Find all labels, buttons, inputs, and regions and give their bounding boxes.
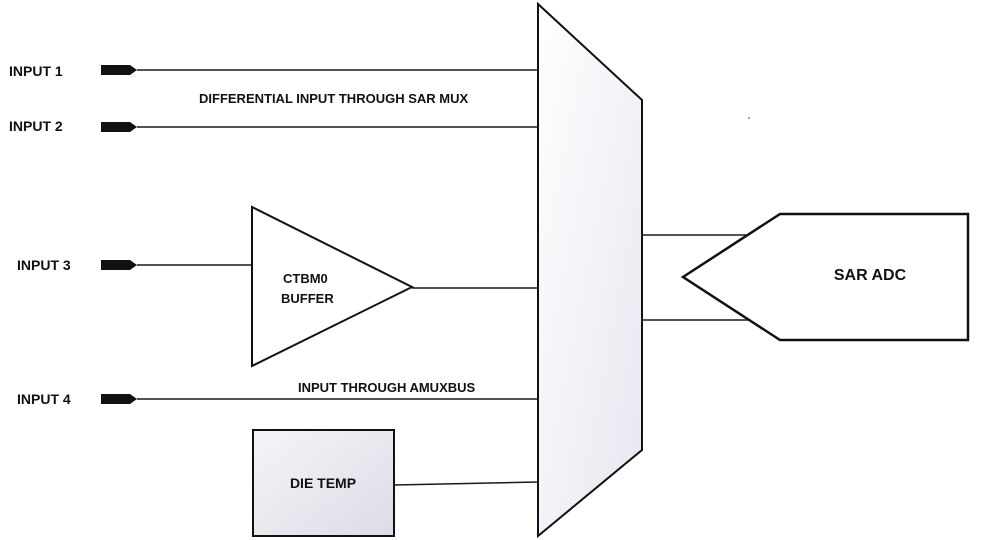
input-3-pin: [101, 260, 137, 270]
ctbm0-buffer: CTBM0 BUFFER: [251, 205, 538, 368]
input-1-pin: [101, 65, 137, 75]
input-1: INPUT 1: [9, 63, 538, 79]
input-3: INPUT 3: [17, 257, 252, 273]
input-4-pin: [101, 394, 137, 404]
sar-mux: [537, 1, 643, 539]
input-3-label: INPUT 3: [17, 257, 71, 273]
input-2-pin: [101, 122, 137, 132]
input-2-label: INPUT 2: [9, 118, 63, 134]
die-temp: DIE TEMP: [252, 429, 539, 537]
differential-input-annotation: DIFFERENTIAL INPUT THROUGH SAR MUX: [199, 91, 468, 106]
sar-adc-block: [680, 212, 970, 342]
buffer-label-line1: CTBM0: [283, 271, 328, 286]
input-4: INPUT 4: [17, 391, 538, 407]
sar-adc-label: SAR ADC: [834, 267, 907, 284]
buffer-label-line2: BUFFER: [281, 291, 334, 306]
die-temp-label: DIE TEMP: [290, 475, 356, 491]
amuxbus-annotation: INPUT THROUGH AMUXBUS: [298, 380, 476, 395]
sar-adc: SAR ADC: [680, 212, 970, 342]
input-4-label: INPUT 4: [17, 391, 71, 407]
buffer-triangle: [251, 205, 415, 368]
input-2: INPUT 2: [9, 118, 538, 134]
input-1-label: INPUT 1: [9, 63, 63, 79]
die-temp-wire: [393, 481, 539, 486]
stray-dot: [748, 117, 750, 119]
die-temp-box: [252, 429, 395, 537]
